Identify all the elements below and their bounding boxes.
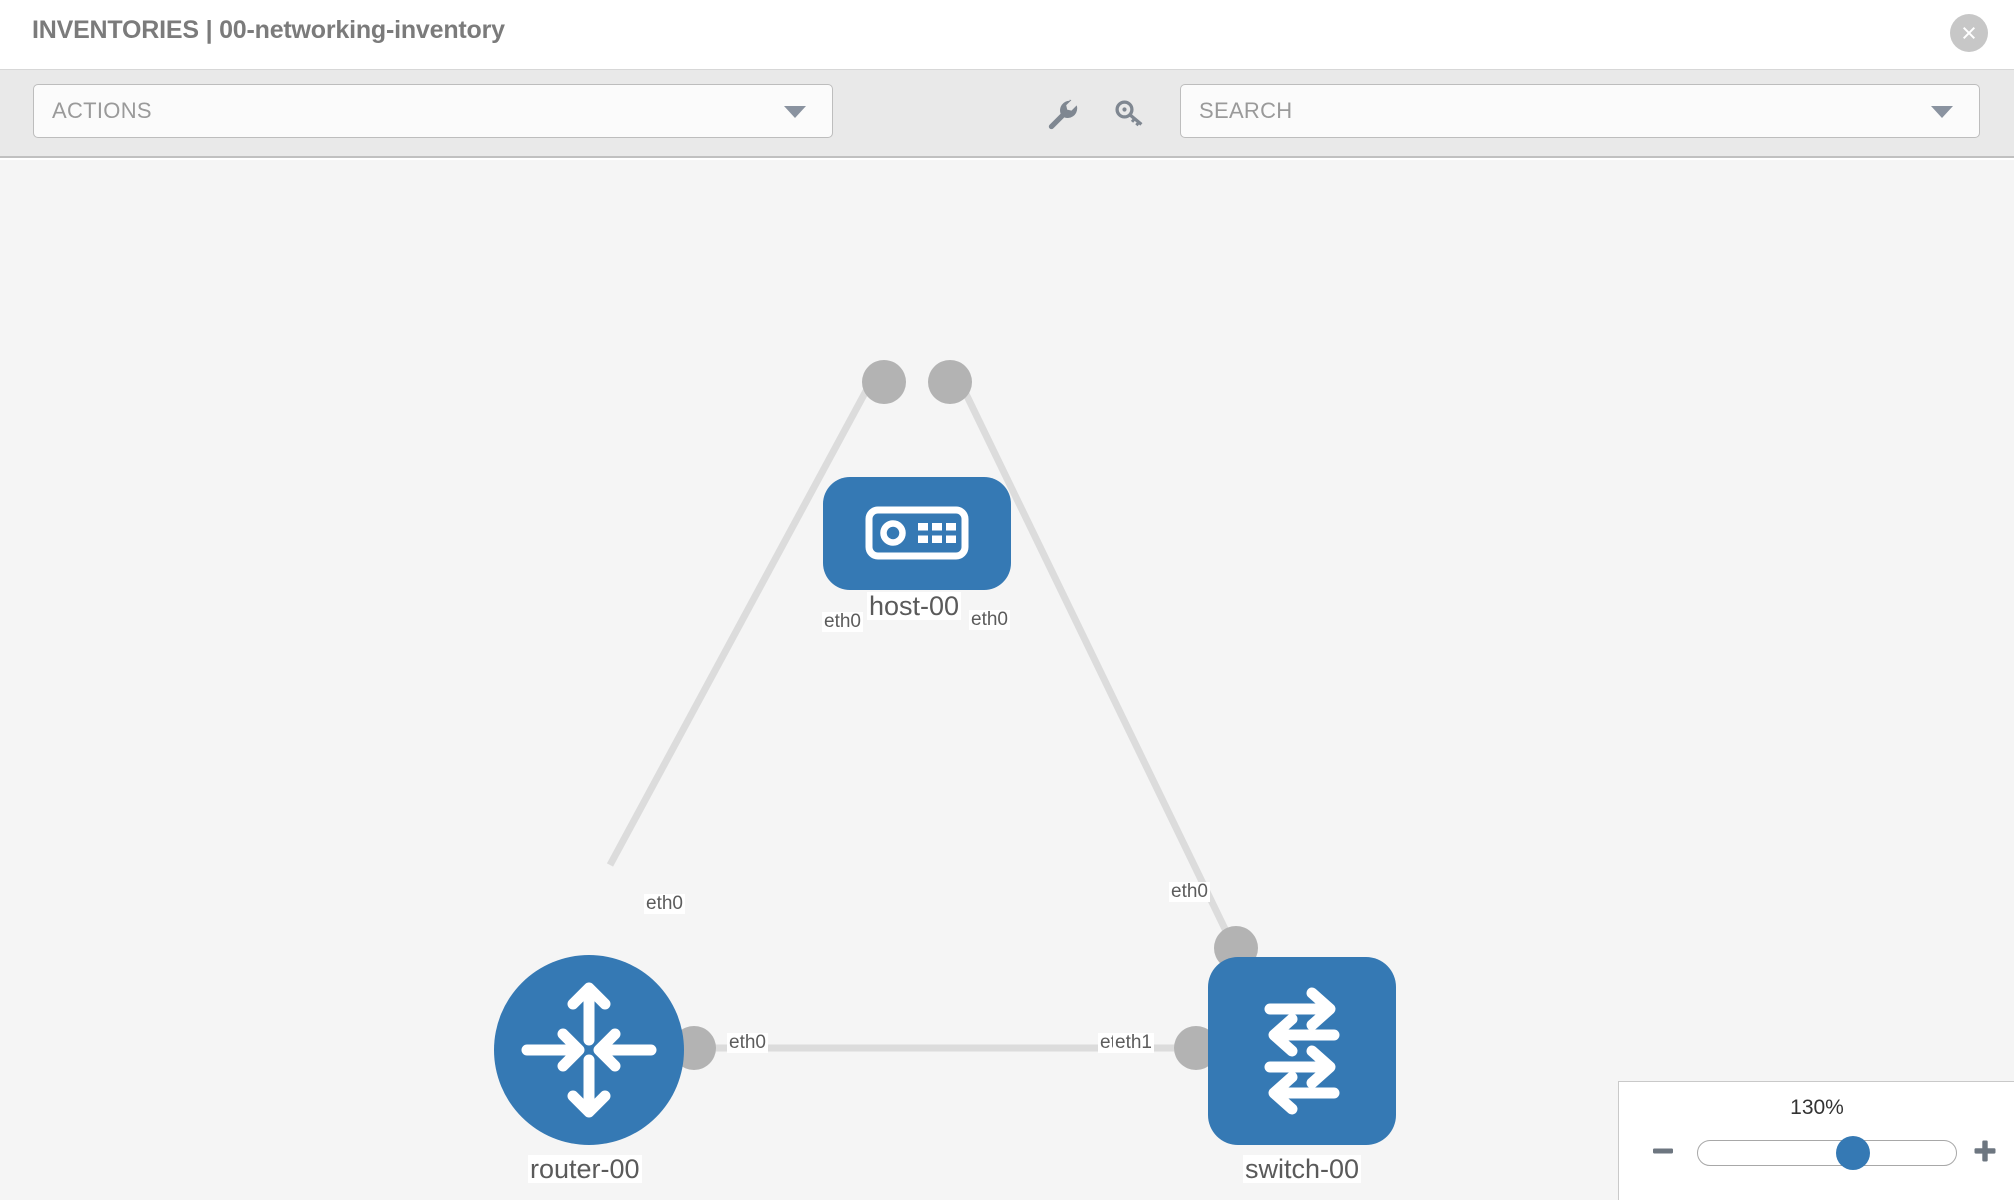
interface-label-router00-eth0-right: eth0	[727, 1032, 768, 1053]
interface-label-host00-eth0-right: eth0	[969, 609, 1010, 630]
node-label-router-00: router-00	[528, 1154, 642, 1184]
router-arrows-icon	[521, 982, 657, 1118]
node-label-switch-00: switch-00	[1243, 1154, 1362, 1184]
key-button[interactable]	[1110, 96, 1150, 136]
interface-label-host00-eth0-left: eth0	[822, 611, 863, 632]
zoom-slider[interactable]	[1697, 1136, 1957, 1170]
node-label-host-00: host-00	[867, 591, 962, 621]
chevron-down-icon	[1931, 106, 1953, 118]
interface-label-switch00-eth0-up: eth0	[1169, 881, 1210, 902]
actions-dropdown[interactable]: ACTIONS	[33, 84, 833, 138]
zoom-in-button[interactable]	[1963, 1131, 2007, 1175]
endpoint-host00-eth0-right[interactable]	[928, 360, 972, 404]
node-host-00[interactable]	[823, 477, 1011, 590]
chevron-down-icon	[784, 106, 806, 118]
topology-canvas[interactable]: eth0 host-00 eth0 eth0 eth0 eth0 eth0 et…	[0, 160, 2014, 1200]
node-router-00[interactable]	[494, 955, 684, 1145]
topology-edges	[606, 363, 1244, 1052]
zoom-out-button[interactable]	[1641, 1131, 1685, 1175]
zoom-control-panel: 130%	[1618, 1081, 2014, 1200]
interface-label-router00-eth0-up: eth0	[644, 893, 685, 914]
search-placeholder: SEARCH	[1199, 98, 1293, 123]
zoom-slider-thumb[interactable]	[1835, 1136, 1870, 1170]
edge-host00-switch00[interactable]	[948, 363, 1244, 962]
switch-arrows-icon	[1264, 987, 1340, 1115]
node-switch-00[interactable]	[1208, 957, 1396, 1145]
endpoint-host00-eth0-left[interactable]	[862, 360, 906, 404]
search-input[interactable]: SEARCH	[1180, 84, 1980, 138]
page-title: INVENTORIES | 00-networking-inventory	[32, 16, 505, 44]
zoom-level-value: 130%	[1790, 1096, 1844, 1119]
topology-endpoints	[672, 360, 1258, 1070]
actions-dropdown-label: ACTIONS	[52, 98, 152, 123]
wrench-button[interactable]	[1042, 96, 1082, 136]
interface-label-switch00-eth1: eth1	[1113, 1032, 1154, 1053]
close-button[interactable]	[1950, 14, 1988, 52]
zoom-slider-row	[1619, 1130, 2014, 1176]
page-header: INVENTORIES | 00-networking-inventory	[0, 0, 2014, 70]
close-icon	[1959, 23, 1979, 43]
endpoint-switch00-eth1[interactable]	[1174, 1026, 1218, 1070]
edge-host00-router00[interactable]	[606, 363, 884, 867]
topology-graph	[494, 360, 1396, 1145]
server-icon	[865, 506, 969, 560]
key-icon	[1113, 97, 1147, 136]
wrench-icon	[1045, 97, 1079, 136]
plus-icon	[1972, 1138, 1998, 1169]
minus-icon	[1651, 1139, 1675, 1168]
